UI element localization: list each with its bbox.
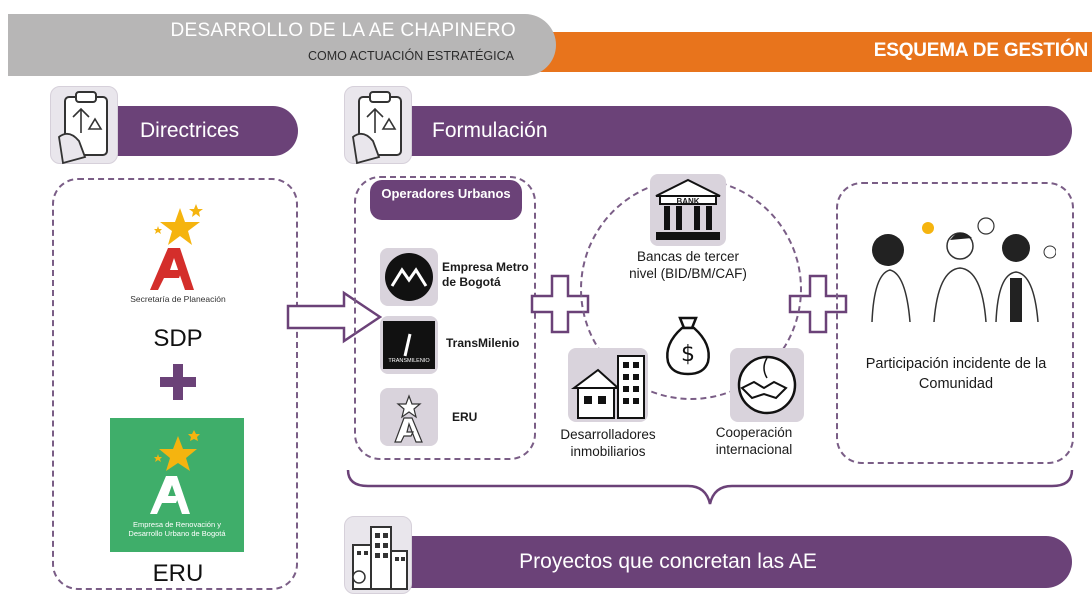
directrices-bar: Directrices xyxy=(90,106,298,156)
bank-icon-text: BANK xyxy=(676,197,700,206)
operador-label-transmilenio: TransMilenio xyxy=(446,336,520,350)
comunidad-box xyxy=(836,182,1074,464)
sdp-logo: Secretaría de Planeación xyxy=(128,200,228,310)
proyectos-title: Proyectos que concretan las AE xyxy=(519,550,817,573)
header-title: DESARROLLO DE LA AE CHAPINERO xyxy=(170,20,516,41)
operador-label-metro: Empresa Metro de Bogotá xyxy=(442,260,529,289)
eru-logo: Empresa de Renovación y Desarrollo Urban… xyxy=(110,418,244,552)
money-bag-icon: $ xyxy=(662,312,714,376)
directrices-box xyxy=(52,178,298,590)
directrices-title: Directrices xyxy=(140,119,240,142)
city-buildings-icon xyxy=(344,516,412,594)
sdp-star-icon xyxy=(150,204,203,290)
bank-label: Bancas de tercer nivel (BID/BM/CAF) xyxy=(629,249,747,281)
transmilenio-icon: TRANSMILENIO xyxy=(380,316,438,374)
buildings-icon xyxy=(568,348,648,422)
sdp-label: SDP xyxy=(153,325,203,352)
header-orange-band xyxy=(500,32,1092,72)
arrow-right-icon xyxy=(284,290,384,344)
header-subtitle: COMO ACTUACIÓN ESTRATÉGICA xyxy=(307,49,514,63)
header-gray-band xyxy=(8,14,556,76)
operadores-title: Operadores Urbanos xyxy=(370,180,522,220)
formulacion-bar: Formulación xyxy=(384,106,1072,156)
clipboard-icon-2 xyxy=(344,86,412,165)
operadores-box xyxy=(354,176,536,460)
eru-logo-text: Empresa de Renovación y Desarrollo Urban… xyxy=(128,520,226,538)
eru-star-icon xyxy=(150,430,200,514)
header-right-title: ESQUEMA DE GESTIÓN xyxy=(873,40,1088,61)
transmilenio-logo-text: TRANSMILENIO xyxy=(388,358,430,364)
bank-icon: BANK xyxy=(650,174,726,246)
plus-outline-icon-left xyxy=(528,272,592,336)
proyectos-bar: Proyectos que concretan las AE xyxy=(384,536,1072,588)
svg-text:$: $ xyxy=(681,342,695,367)
brace-icon xyxy=(346,466,1074,510)
operador-label-eru: ERU xyxy=(452,410,478,424)
comunidad-label: Participación incidente de la Comunidad xyxy=(865,356,1047,392)
metro-icon xyxy=(380,248,438,306)
community-people-icon xyxy=(856,216,1057,326)
eru-small-icon xyxy=(380,388,438,446)
sdp-logo-text: Secretaría de Planeación xyxy=(130,294,226,304)
handshake-globe-icon xyxy=(730,348,804,422)
formulacion-title: Formulación xyxy=(432,119,548,142)
plus-icon xyxy=(158,362,198,402)
developers-label: Desarrolladores inmobiliarios xyxy=(560,427,656,459)
eru-label: ERU xyxy=(152,560,204,587)
cooperation-label: Cooperación internacional xyxy=(715,425,793,457)
clipboard-icon xyxy=(50,86,118,165)
